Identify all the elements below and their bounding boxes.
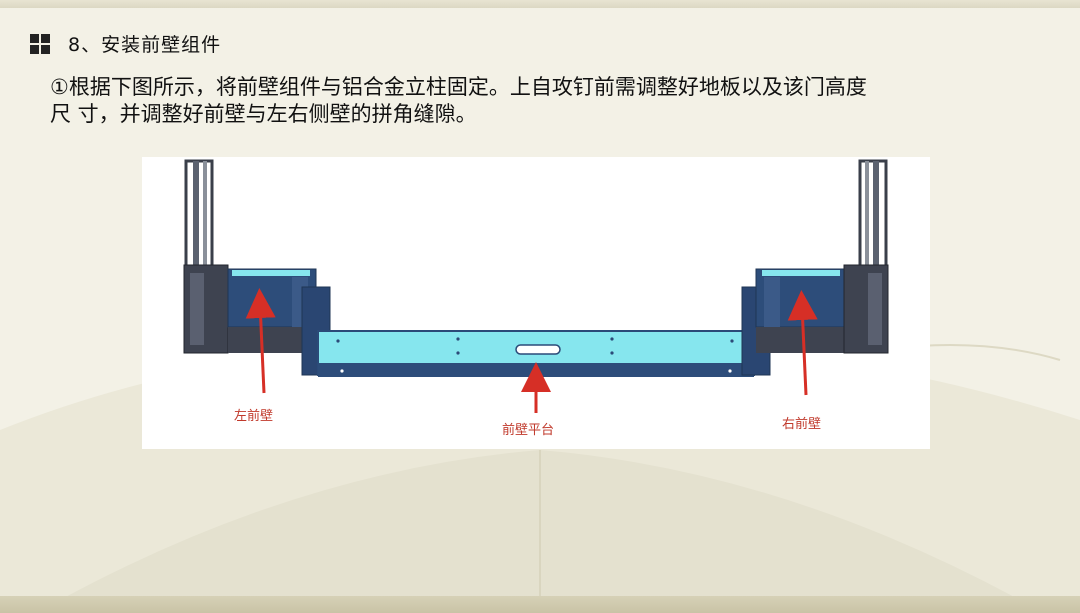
label-front-platform: 前壁平台 [502,423,555,438]
arrow-right [787,290,818,396]
left-front-wall [227,268,331,376]
top-decor-bar [0,0,1080,8]
slide-title: 8、安装前壁组件 [68,34,222,56]
paragraph-line-1: ①根据下图所示，将前壁组件与铝合金立柱固定。上自攻钉前需调整好地板以及该门高度 [50,75,867,99]
right-front-wall [741,268,845,376]
assembly-diagram: 左前壁 前壁平台 右前壁 [142,157,930,449]
label-left-front-wall: 左前壁 [234,409,274,424]
left-column [183,159,229,354]
arrow-left [245,288,276,394]
bottom-decor-bar [0,596,1080,613]
diagram-drawing [183,159,889,413]
grid-icon [30,33,50,54]
instruction-paragraph: ①根据下图所示，将前壁组件与铝合金立柱固定。上自攻钉前需调整好地板以及该门高度 … [50,74,1010,128]
title-row: 8、安装前壁组件 [30,30,221,57]
front-platform [317,330,755,377]
label-right-front-wall: 右前壁 [782,417,822,432]
right-column [843,159,889,354]
paragraph-line-2: 尺 寸，并调整好前壁与左右侧壁的拼角缝隙。 [50,102,477,126]
